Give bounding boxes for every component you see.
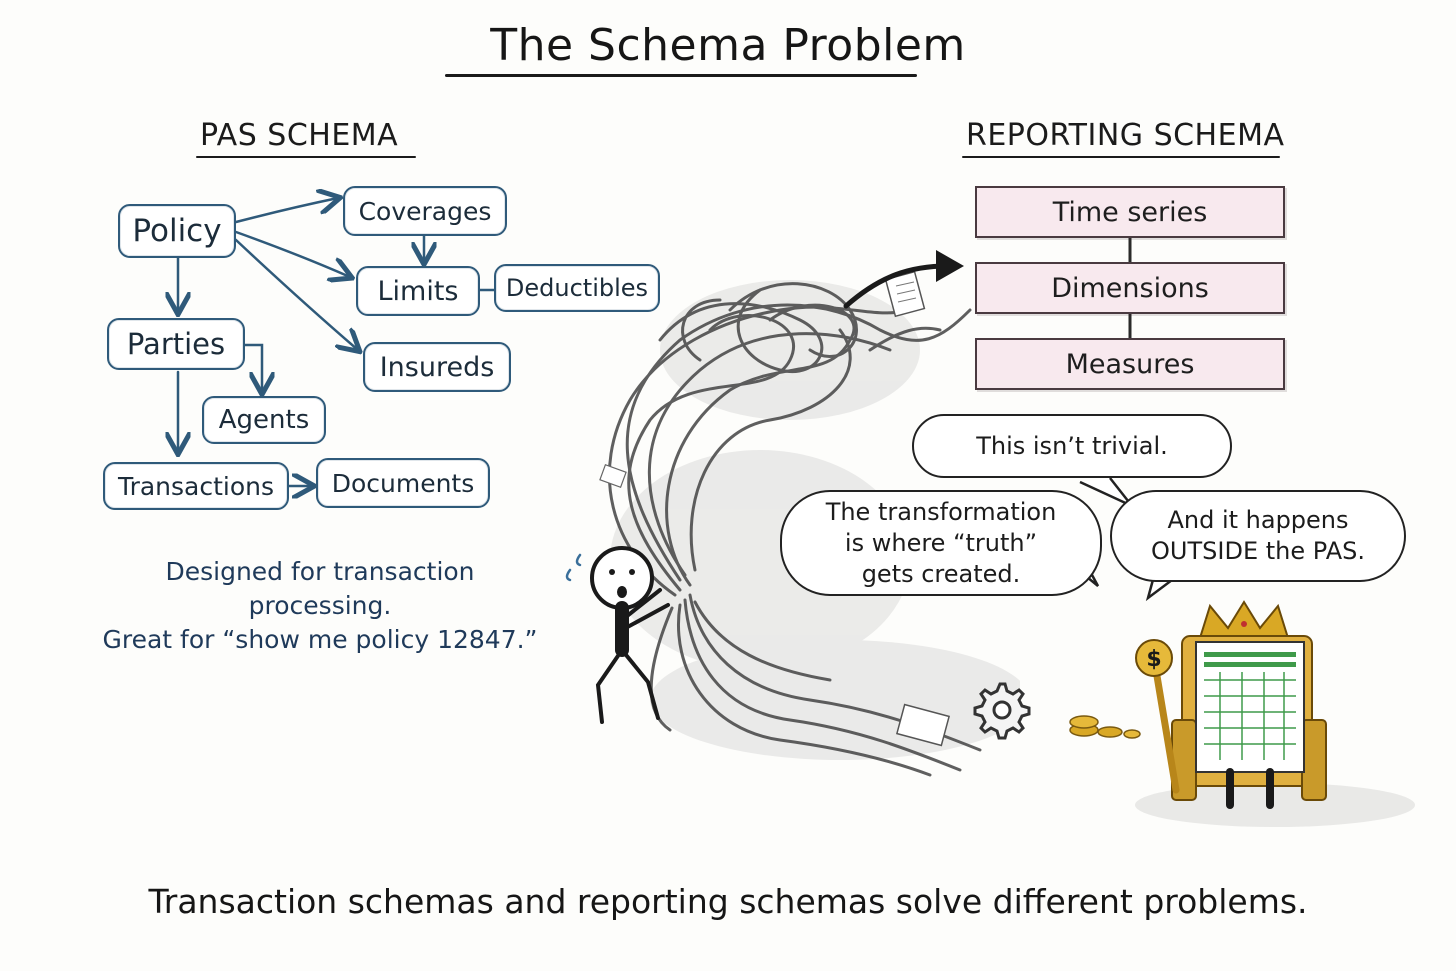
pas-caption-line-2: processing. [248, 591, 392, 620]
speech-bubble-trivial: This isn’t trivial. [912, 414, 1232, 478]
svg-text:$: $ [1146, 647, 1161, 672]
spreadsheet-icon [1195, 641, 1305, 773]
stick-figure-icon [565, 546, 670, 724]
reporting-connectors [1128, 236, 1132, 338]
pas-schema-heading: PAS SCHEMA [200, 118, 399, 153]
reporting-schema-heading: REPORTING SCHEMA [966, 118, 1285, 153]
pas-box-insureds: Insureds [363, 342, 511, 392]
pas-connector-arrows [0, 0, 496, 520]
pas-box-coverages: Coverages [343, 186, 507, 236]
speech-bubble-outside-pas: And it happens OUTSIDE the PAS. [1110, 490, 1406, 582]
reporting-schema-underline [962, 156, 1280, 158]
outside-line-1: And it happens [1167, 506, 1349, 534]
reporting-layer-dimensions: Dimensions [975, 262, 1285, 314]
pas-box-deductibles: Deductibles [494, 264, 660, 312]
crown-icon [1198, 600, 1290, 639]
coins-icon [1069, 715, 1141, 739]
document-icon [599, 463, 627, 489]
transformation-line-2: is where “truth” [844, 528, 1038, 557]
pas-box-parties: Parties [107, 318, 245, 370]
pas-box-agents: Agents [202, 396, 326, 444]
pas-box-transactions: Transactions [103, 462, 289, 510]
reporting-layer-time-series: Time series [975, 186, 1285, 238]
pas-caption: Designed for transaction processing. Gre… [60, 555, 580, 657]
scepter-dollar-icon: $ [1135, 639, 1180, 794]
outside-line-2: OUTSIDE the PAS. [1151, 537, 1365, 565]
gear-icon [973, 682, 1031, 740]
transformation-line-1: The transformation [825, 497, 1057, 526]
pas-box-limits: Limits [356, 266, 480, 316]
speech-bubble-transformation: The transformation is where “truth” gets… [780, 490, 1102, 596]
transformation-line-3: gets created. [861, 559, 1021, 588]
title-underline [445, 74, 917, 77]
document-icon [895, 703, 951, 747]
footer-statement: Transaction schemas and reporting schema… [148, 882, 1308, 921]
pas-schema-underline [196, 156, 416, 158]
tangled-wires-illustration [565, 270, 1020, 777]
transform-arrow [843, 250, 964, 309]
reporting-layer-measures: Measures [975, 338, 1285, 390]
tangled-wires-icon [608, 282, 982, 777]
king-on-throne-illustration: $ [1135, 600, 1415, 827]
pas-box-documents: Documents [316, 458, 490, 508]
pas-box-policy: Policy [118, 204, 236, 258]
pas-caption-line-1: Designed for transaction [165, 557, 475, 586]
pas-caption-line-3: Great for “show me policy 12847.” [102, 625, 538, 654]
page-title: The Schema Problem [490, 20, 966, 71]
